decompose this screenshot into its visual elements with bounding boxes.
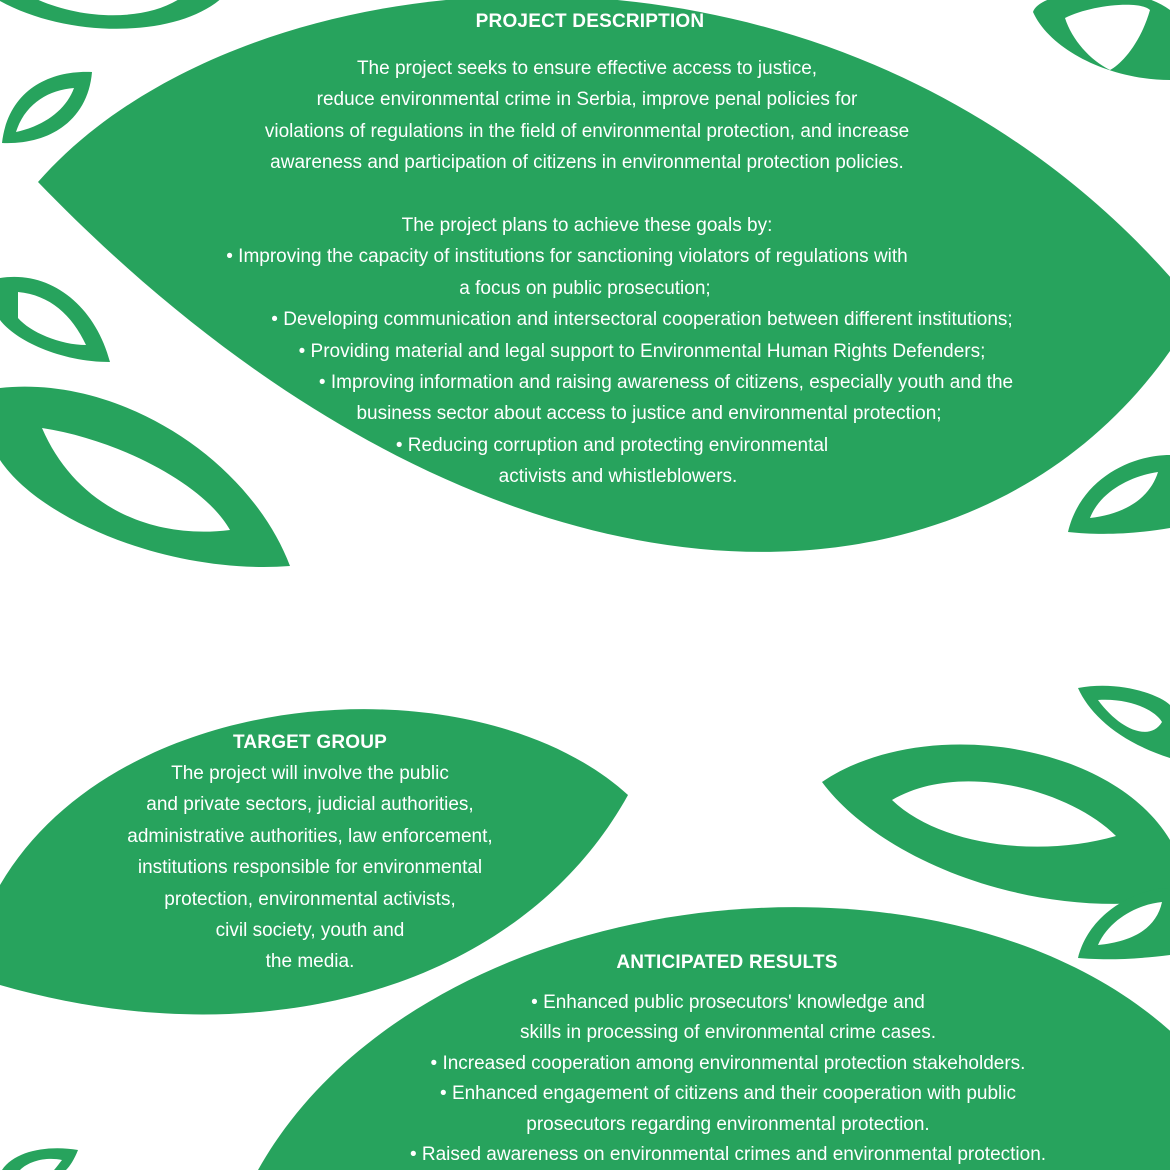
result-line: skills in processing of environmental cr…	[519, 1022, 937, 1044]
goal-line: The project plans to achieve these goals…	[401, 215, 773, 236]
leaf-shape-anticipated-results	[258, 907, 1170, 1170]
anticipated-results-body: • Enhanced public prosecutors' knowledge…	[340, 988, 1116, 1170]
leaf-shape-large-top	[38, 0, 1170, 552]
leaf-outline-top-right	[1033, 0, 1170, 80]
goal-line: • Improving the capacity of institutions…	[226, 246, 908, 268]
project-description-intro: The project seeks to ensure effective ac…	[0, 53, 1170, 179]
target-group-line: and private sectors, judicial authoritie…	[146, 794, 474, 816]
intro-line: awareness and participation of citizens …	[270, 152, 904, 174]
result-line: prosecutors regarding environmental prot…	[526, 1113, 930, 1135]
leaf-outline-top-left	[0, 0, 220, 29]
target-group-line: administrative authorities, law enforcem…	[127, 825, 493, 847]
target-group-line: civil society, youth and	[215, 920, 405, 942]
leaf-outline-right-small	[1068, 455, 1170, 534]
goal-line: business sector about access to justice …	[356, 403, 942, 425]
target-group-line: the media.	[265, 951, 355, 973]
result-line: • Enhanced public prosecutors' knowledge…	[531, 992, 925, 1013]
goal-line: • Developing communication and intersect…	[271, 309, 1013, 331]
leaf-shape-target-group	[0, 709, 628, 1015]
goal-line: • Reducing corruption and protecting env…	[395, 434, 829, 456]
intro-line: reduce environmental crime in Serbia, im…	[316, 89, 858, 111]
intro-line: The project seeks to ensure effective ac…	[356, 58, 818, 79]
target-group-body: The project will involve the public and …	[60, 758, 560, 978]
goal-line: activists and whistleblowers.	[498, 466, 738, 488]
project-description-heading: PROJECT DESCRIPTION	[475, 11, 705, 32]
project-description-section: PROJECT DESCRIPTION	[476, 10, 705, 34]
result-line: • Increased cooperation among environmen…	[430, 1052, 1026, 1074]
goal-line: a focus on public prosecution;	[459, 277, 711, 299]
leaf-outline-bottom-left	[2, 1148, 78, 1170]
leaf-outline-left-middle	[0, 276, 110, 362]
target-group-section: TARGET GROUP	[233, 731, 387, 755]
target-group-heading: TARGET GROUP	[232, 732, 388, 753]
leaf-outline-left-small	[2, 71, 92, 144]
leaf-outline-left-large	[0, 386, 290, 567]
anticipated-results-section: ANTICIPATED RESULTS	[616, 951, 837, 975]
result-line: • Enhanced engagement of citizens and th…	[440, 1083, 1016, 1105]
target-group-line: institutions responsible for environment…	[137, 857, 483, 879]
leaf-outline-right-top	[1078, 685, 1170, 758]
anticipated-results-heading: ANTICIPATED RESULTS	[616, 952, 838, 973]
result-line: • Raised awareness on environmental crim…	[409, 1144, 1047, 1166]
target-group-line: The project will involve the public	[171, 763, 449, 784]
intro-line: violations of regulations in the field o…	[264, 120, 910, 142]
project-description-goals: The project plans to achieve these goals…	[0, 210, 1170, 493]
goal-line: • Improving information and raising awar…	[318, 372, 1014, 394]
target-group-line: protection, environmental activists,	[164, 888, 456, 910]
goal-line: • Providing material and legal support t…	[298, 340, 986, 362]
leaf-outline-right-bottom	[1078, 888, 1170, 960]
leaf-outline-right-large	[822, 744, 1170, 904]
